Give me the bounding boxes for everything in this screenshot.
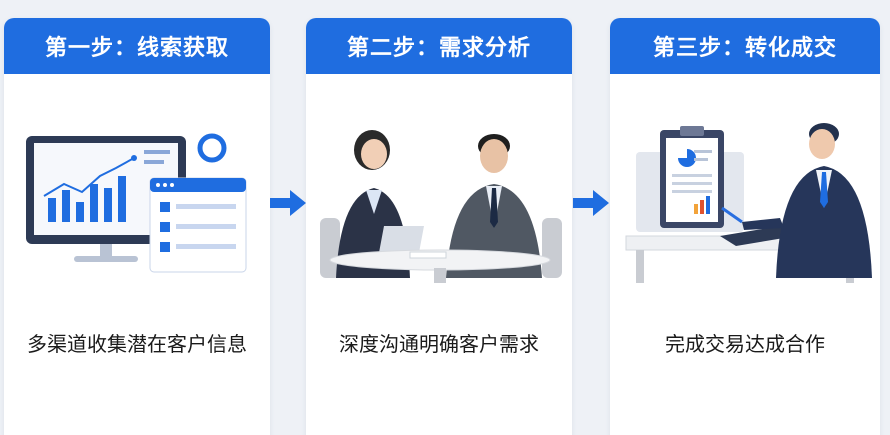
analytics-dashboard-icon (26, 133, 247, 273)
consultation-meeting-illustration (306, 118, 572, 283)
analytics-dashboard-illustration (4, 118, 270, 283)
step-title: 第一步：线索获取 (4, 18, 270, 74)
step-caption: 深度沟通明确客户需求 (339, 332, 539, 356)
arrow-right-icon (573, 190, 609, 216)
step-title: 第三步：转化成交 (610, 18, 880, 74)
step-caption: 完成交易达成合作 (665, 332, 825, 356)
step-card-conversion: 第三步：转化成交 (610, 18, 880, 435)
meeting-icon (320, 130, 562, 283)
step-caption: 多渠道收集潜在客户信息 (27, 332, 247, 356)
deal-closing-illustration (610, 118, 880, 283)
arrow-right-icon (270, 190, 306, 216)
step-title: 第二步：需求分析 (306, 18, 572, 74)
deal-closing-icon (625, 123, 872, 283)
step-card-needs-analysis: 第二步：需求分析 (306, 18, 572, 435)
step-card-lead-acquisition: 第一步：线索获取 (4, 18, 270, 435)
